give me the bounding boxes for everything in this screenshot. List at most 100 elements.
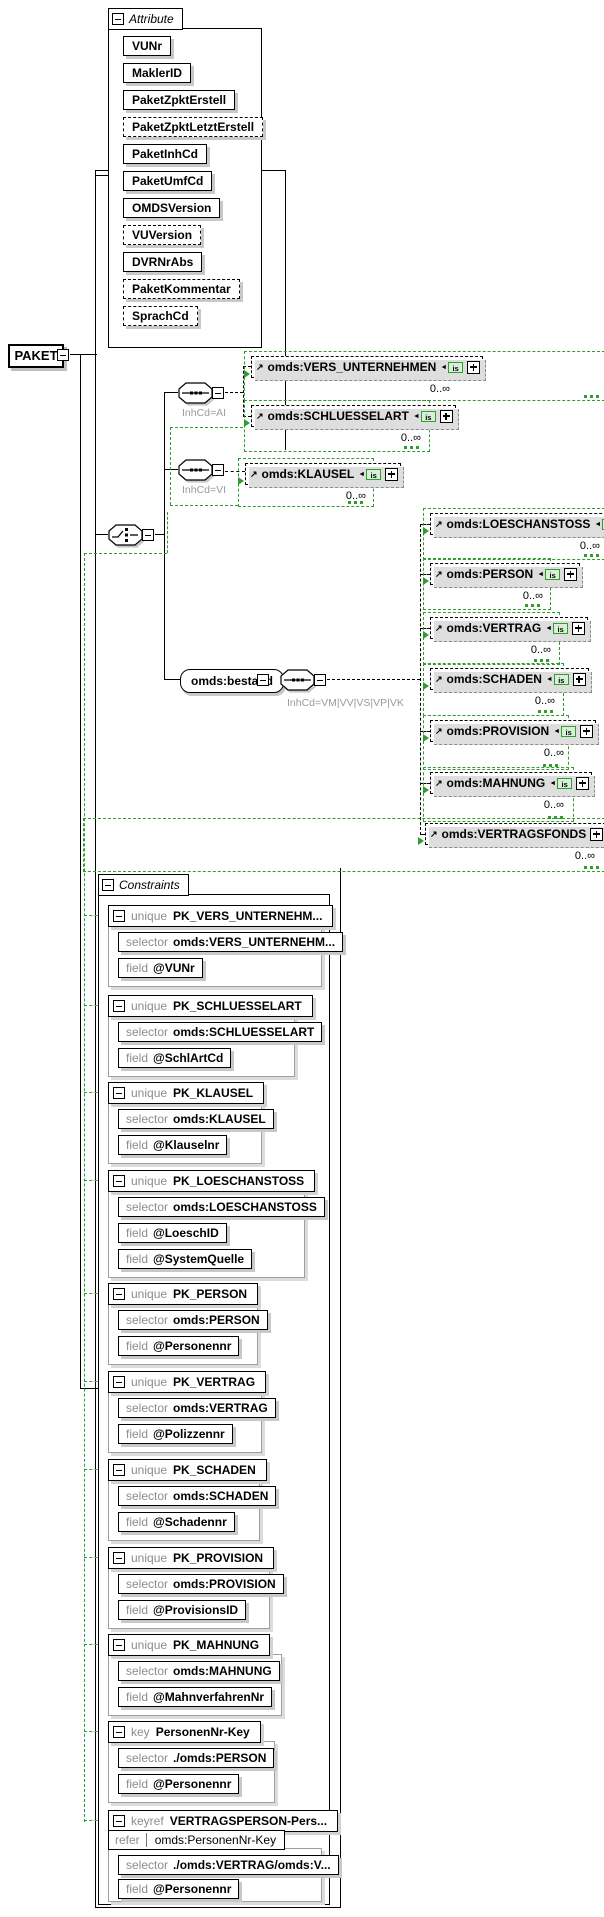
collapse-icon[interactable]	[57, 349, 69, 361]
attribute-sprachcd[interactable]: SprachCd	[123, 306, 198, 326]
element-ref-vers-unternehmen[interactable]: ↗ omds:VERS_UNTERNEHMEN ◄is	[251, 356, 487, 381]
root-element-paket[interactable]: PAKET	[8, 344, 64, 368]
constraint-selector[interactable]: selector ./omds:PERSON	[118, 1748, 275, 1768]
constraint-field[interactable]: field @VUNr	[118, 958, 203, 978]
constraint-refer[interactable]: refer omds:PersonenNr-Key	[108, 1830, 286, 1850]
constraint-field[interactable]: field @SchlArtCd	[118, 1048, 232, 1068]
constraint-field[interactable]: field @Polizzennr	[118, 1424, 233, 1444]
reference-arrow-icon: ↗	[435, 518, 443, 529]
repeat-dots-icon	[525, 604, 540, 607]
attribute-paketkommentar[interactable]: PaketKommentar	[123, 279, 240, 299]
expand-icon[interactable]	[439, 409, 453, 423]
element-ref-klausel[interactable]: ↗ omds:KLAUSEL ◄is	[245, 463, 405, 488]
container-border	[285, 170, 286, 450]
collapse-icon[interactable]	[142, 529, 154, 541]
constraint-unique-pk-schluesselart[interactable]: unique PK_SCHLUESSELART	[108, 995, 313, 1017]
element-ref-schluesselart[interactable]: ↗ omds:SCHLUESSELART ◄is	[251, 405, 459, 430]
constraint-key-personennr-key[interactable]: key PersonenNr-Key	[108, 1721, 261, 1743]
attribute-paketzpkterstell[interactable]: PaketZpktErstell	[123, 90, 236, 110]
constraint-unique-pk-vertrag[interactable]: unique PK_VERTRAG	[108, 1371, 267, 1393]
constraint-field[interactable]: field @ProvisionsID	[118, 1600, 247, 1620]
constraints-section-label: Constraints	[119, 878, 180, 892]
constraint-selector[interactable]: selector omds:LOESCHANSTOSS	[118, 1197, 325, 1217]
sequence-icon[interactable]	[280, 669, 315, 691]
attribute-maklerid[interactable]: MaklerID	[123, 63, 192, 83]
attribute-omdsversion[interactable]: OMDSVersion	[123, 198, 221, 218]
attribute-paketinhcd[interactable]: PaketInhCd	[123, 144, 208, 164]
collapse-icon[interactable]	[257, 674, 269, 686]
element-ref-schaden[interactable]: ↗ omds:SCHADEN ◄is	[430, 668, 592, 693]
identity-constraint-badge: ◄is	[440, 361, 464, 373]
constraint-unique-pk-schaden[interactable]: unique PK_SCHADEN	[108, 1459, 267, 1481]
element-ref-loeschanstoss[interactable]: ↗ omds:LOESCHANSTOSS ◄is	[430, 513, 604, 538]
attribute-paketumfcd[interactable]: PaketUmfCd	[123, 171, 213, 191]
collapse-icon[interactable]	[113, 1726, 125, 1738]
expand-icon[interactable]	[576, 776, 590, 790]
expand-icon[interactable]	[572, 672, 586, 686]
element-ref-vertragsfonds[interactable]: ↗ omds:VERTRAGSFONDS	[425, 823, 604, 848]
element-ref-mahnung[interactable]: ↗ omds:MAHNUNG ◄is	[430, 772, 596, 797]
collapse-icon[interactable]	[102, 879, 114, 891]
constraint-field[interactable]: field @SystemQuelle	[118, 1249, 253, 1269]
collapse-icon[interactable]	[113, 1552, 125, 1564]
collapse-icon[interactable]	[113, 910, 125, 922]
identity-constraint-badge: ◄is	[549, 777, 573, 789]
constraint-unique-pk-klausel[interactable]: unique PK_KLAUSEL	[108, 1082, 265, 1104]
constraint-field[interactable]: field @Personennr	[118, 1879, 240, 1899]
attribute-dvrnrabs[interactable]: DVRNrAbs	[123, 252, 203, 272]
constraint-field[interactable]: field @Klauselnr	[118, 1135, 228, 1155]
constraint-unique-pk-loeschanstoss[interactable]: unique PK_LOESCHANSTOSS	[108, 1170, 316, 1192]
constraint-field[interactable]: field @MahnverfahrenNr	[118, 1687, 273, 1707]
constraint-field[interactable]: field @LoeschID	[118, 1223, 227, 1243]
constraint-selector[interactable]: selector omds:VERS_UNTERNEHM...	[118, 932, 344, 952]
expand-icon[interactable]	[564, 567, 578, 581]
sequence-icon[interactable]	[178, 459, 213, 481]
expand-icon[interactable]	[467, 360, 481, 374]
collapse-icon[interactable]	[212, 464, 224, 476]
expand-icon[interactable]	[572, 621, 586, 635]
element-ref-provision[interactable]: ↗ omds:PROVISION ◄is	[430, 720, 600, 745]
attribute-vunr[interactable]: VUNr	[123, 36, 172, 56]
collapse-icon[interactable]	[113, 1000, 125, 1012]
reference-arrow-icon: ↗	[250, 468, 258, 479]
collapse-icon[interactable]	[113, 1087, 125, 1099]
collapse-icon[interactable]	[113, 1288, 125, 1300]
constraint-selector[interactable]: selector omds:PROVISION	[118, 1574, 284, 1594]
collapse-icon[interactable]	[113, 1815, 125, 1827]
collapse-icon[interactable]	[113, 1175, 125, 1187]
element-ref-person[interactable]: ↗ omds:PERSON ◄is	[430, 563, 584, 588]
constraint-unique-pk-provision[interactable]: unique PK_PROVISION	[108, 1547, 275, 1569]
constraint-selector[interactable]: selector omds:MAHNUNG	[118, 1661, 280, 1681]
constraint-unique-pk-mahnung[interactable]: unique PK_MAHNUNG	[108, 1634, 271, 1656]
constraint-selector[interactable]: selector omds:KLAUSEL	[118, 1109, 274, 1129]
collapse-icon[interactable]	[212, 387, 224, 399]
constraint-field[interactable]: field @Personennr	[118, 1336, 240, 1356]
constraint-unique-pk-person[interactable]: unique PK_PERSON	[108, 1283, 259, 1305]
constraint-selector[interactable]: selector omds:PERSON	[118, 1310, 268, 1330]
sequence-icon[interactable]	[178, 382, 213, 404]
choice-icon[interactable]	[108, 524, 143, 546]
constraint-selector[interactable]: selector omds:SCHLUESSELART	[118, 1022, 323, 1042]
element-ref-vertrag[interactable]: ↗ omds:VERTRAG ◄is	[430, 617, 592, 642]
constraint-selector[interactable]: selector omds:SCHADEN	[118, 1486, 277, 1506]
cardinality-label: 0..∞	[579, 540, 600, 552]
green-dashed-line	[84, 1469, 108, 1470]
green-dashed-line	[84, 553, 167, 554]
constraint-keyref-vertragsperson[interactable]: keyref VERTRAGSPERSON-Pers...	[108, 1810, 339, 1832]
constraint-field[interactable]: field @Schadennr	[118, 1512, 235, 1532]
attribute-vuversion[interactable]: VUVersion	[123, 225, 202, 245]
collapse-icon[interactable]	[112, 13, 124, 25]
collapse-icon[interactable]	[113, 1639, 125, 1651]
constraint-selector[interactable]: selector omds:VERTRAG	[118, 1398, 276, 1418]
constraint-field[interactable]: field @Personennr	[118, 1774, 240, 1794]
collapse-icon[interactable]	[314, 674, 326, 686]
attribute-paketzpktletzterstell[interactable]: PaketZpktLetztErstell	[123, 117, 264, 137]
expand-icon[interactable]	[385, 467, 399, 481]
expand-icon[interactable]	[580, 724, 594, 738]
constraint-selector[interactable]: selector ./omds:VERTRAG/omds:V...	[118, 1855, 339, 1875]
constraint-unique-pk-vers-unternehmen[interactable]: unique PK_VERS_UNTERNEHM...	[108, 905, 334, 927]
collapse-icon[interactable]	[113, 1376, 125, 1388]
expand-icon[interactable]	[590, 827, 604, 841]
collapse-icon[interactable]	[113, 1464, 125, 1476]
element-name: omds:VERTRAGSFONDS	[441, 827, 587, 841]
